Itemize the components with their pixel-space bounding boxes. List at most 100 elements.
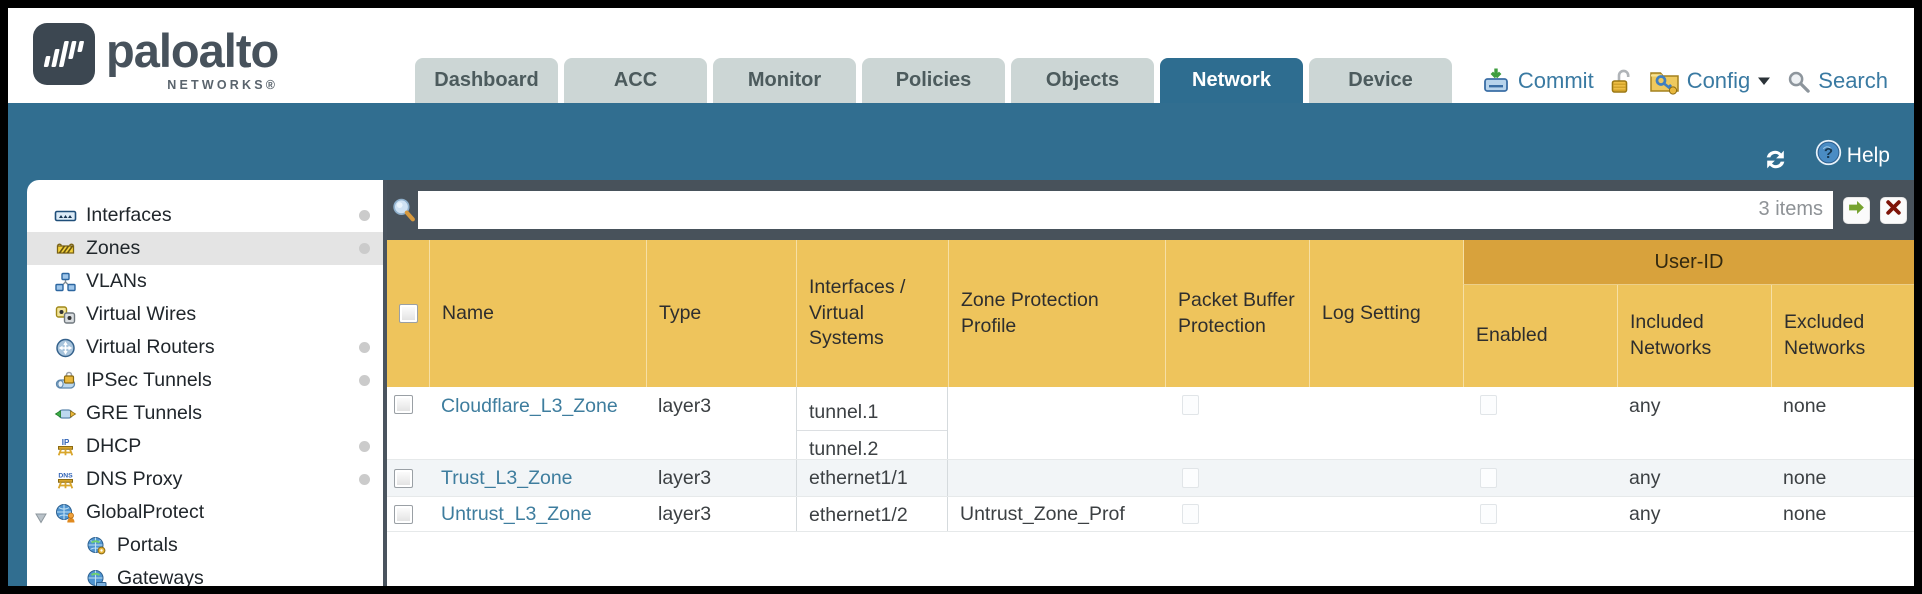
excluded-networks-cell: none xyxy=(1783,466,1827,489)
packet-buffer-protection-checkbox[interactable] xyxy=(1182,504,1199,524)
column-header-log-setting[interactable]: Log Setting xyxy=(1309,240,1463,387)
search-button[interactable]: Search xyxy=(1786,68,1888,94)
zone-name-link[interactable]: Trust_L3_Zone xyxy=(441,466,573,489)
top-toolbar: Commit Config Search xyxy=(1481,61,1888,101)
ipsec-tunnels-icon xyxy=(54,371,79,391)
sidebar-item-virtual-routers[interactable]: Virtual Routers xyxy=(27,331,383,364)
globalprotect-icon xyxy=(54,503,79,523)
commit-icon xyxy=(1481,67,1511,95)
sidebar-item-label: Virtual Wires xyxy=(86,303,197,325)
column-header-label: Enabled xyxy=(1476,324,1548,347)
zone-name-link[interactable]: Untrust_L3_Zone xyxy=(441,502,592,525)
user-id-enabled-checkbox[interactable] xyxy=(1480,468,1497,488)
tab-policies[interactable]: Policies xyxy=(862,58,1005,103)
sidebar-item-gre-tunnels[interactable]: GRE Tunnels xyxy=(27,397,383,430)
expander-caret-icon[interactable] xyxy=(34,507,48,530)
tab-device[interactable]: Device xyxy=(1309,58,1452,103)
tab-network[interactable]: Network xyxy=(1160,58,1303,103)
virtual-wires-icon xyxy=(54,305,79,325)
column-header-type[interactable]: Type xyxy=(646,240,796,387)
tab-objects[interactable]: Objects xyxy=(1011,58,1154,103)
help-button[interactable]: ? Help xyxy=(1815,139,1890,172)
sidebar-item-label: Zones xyxy=(86,237,141,259)
clear-filter-button[interactable] xyxy=(1880,196,1907,224)
user-id-enabled-checkbox[interactable] xyxy=(1480,395,1497,415)
portals-icon xyxy=(85,536,110,556)
config-button[interactable]: Config xyxy=(1649,67,1772,95)
tab-label: Objects xyxy=(1045,69,1120,91)
sidebar-content-divider xyxy=(383,180,387,586)
tab-label: ACC xyxy=(613,69,658,91)
column-header-packet-buffer-protection[interactable]: Packet Buffer Protection xyxy=(1165,240,1309,387)
zone-type-cell: layer3 xyxy=(658,502,712,525)
tab-label: Dashboard xyxy=(434,69,539,91)
tab-acc[interactable]: ACC xyxy=(564,58,707,103)
sidebar-item-vlans[interactable]: VLANs xyxy=(27,265,383,298)
column-header-excluded-networks[interactable]: Excluded Networks xyxy=(1771,285,1914,387)
commit-button[interactable]: Commit xyxy=(1481,67,1594,95)
help-label: Help xyxy=(1846,143,1890,167)
filter-bar: 3 items xyxy=(387,180,1914,240)
packet-buffer-protection-checkbox[interactable] xyxy=(1182,468,1199,488)
status-dot xyxy=(359,441,370,452)
row-checkbox[interactable] xyxy=(394,395,413,414)
lock-button[interactable] xyxy=(1609,68,1634,95)
user-id-enabled-checkbox[interactable] xyxy=(1480,504,1497,524)
status-dot xyxy=(359,243,370,254)
user-id-enabled-cell xyxy=(1463,497,1617,531)
main-nav-tabs: Dashboard ACC Monitor Policies Objects Networ… xyxy=(415,58,1452,103)
interfaces-cell: ethernet1/2 xyxy=(796,497,948,531)
sidebar-item-label: Virtual Routers xyxy=(86,336,215,358)
svg-text:?: ? xyxy=(1824,145,1833,162)
column-header-interfaces[interactable]: Interfaces / Virtual Systems xyxy=(796,240,948,387)
row-checkbox[interactable] xyxy=(394,504,413,524)
sidebar-item-interfaces[interactable]: Interfaces xyxy=(27,199,383,232)
column-header-enabled[interactable]: Enabled xyxy=(1463,285,1617,387)
search-label: Search xyxy=(1818,68,1888,93)
zone-protection-profile-cell: Untrust_Zone_Prof xyxy=(960,502,1125,525)
zone-name-cell: Trust_L3_Zone xyxy=(429,460,646,496)
tab-label: Network xyxy=(1192,69,1271,91)
sidebar-item-virtual-wires[interactable]: Virtual Wires xyxy=(27,298,383,331)
row-checkbox[interactable] xyxy=(394,468,413,488)
sidebar-item-ipsec-tunnels[interactable]: IPSec Tunnels xyxy=(27,364,383,397)
tab-label: Policies xyxy=(895,69,972,91)
column-header-zone-protection-profile[interactable]: Zone Protection Profile xyxy=(948,240,1165,387)
included-networks-cell: any xyxy=(1629,502,1661,525)
zone-name-cell: Untrust_L3_Zone xyxy=(429,497,646,531)
zone-name-link[interactable]: Cloudflare_L3_Zone xyxy=(441,395,618,417)
sidebar-item-zones[interactable]: Zones xyxy=(27,232,383,265)
svg-text:IP: IP xyxy=(62,438,70,447)
logo-word: paloalto xyxy=(106,24,279,77)
refresh-button[interactable] xyxy=(1762,147,1789,172)
interface-entry: tunnel.1 xyxy=(797,395,947,431)
page-header-band: ? Help xyxy=(8,103,1914,180)
zone-name-cell: Cloudflare_L3_Zone xyxy=(429,387,646,459)
user-id-enabled-cell xyxy=(1463,460,1617,496)
tab-monitor[interactable]: Monitor xyxy=(713,58,856,103)
zone-protection-profile-cell xyxy=(948,460,1165,496)
column-header-name[interactable]: Name xyxy=(429,240,646,387)
column-header-included-networks[interactable]: Included Networks xyxy=(1617,285,1771,387)
unlocked-padlock-icon xyxy=(1609,68,1634,95)
green-arrow-icon xyxy=(1847,198,1866,222)
status-dot xyxy=(359,375,370,386)
select-all-checkbox[interactable] xyxy=(398,304,418,323)
sidebar-item-globalprotect[interactable]: GlobalProtect xyxy=(27,496,383,529)
sidebar-item-portals[interactable]: Portals xyxy=(27,529,383,562)
packet-buffer-protection-checkbox[interactable] xyxy=(1182,395,1199,415)
apply-filter-button[interactable] xyxy=(1843,196,1870,224)
tab-dashboard[interactable]: Dashboard xyxy=(415,58,558,103)
filter-input[interactable] xyxy=(418,191,1833,229)
interface-entry: ethernet1/2 xyxy=(809,503,908,526)
sidebar-item-gateways[interactable]: Gateways xyxy=(27,562,383,586)
